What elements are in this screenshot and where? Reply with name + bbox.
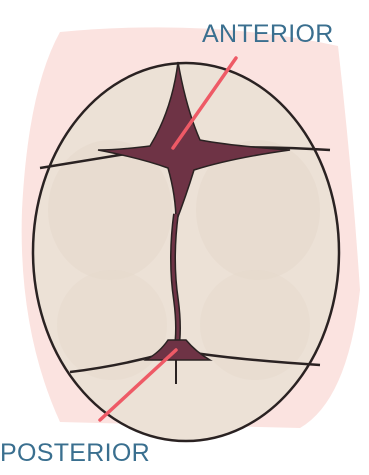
posterior-label: POSTERIOR: [0, 441, 150, 466]
anterior-label: ANTERIOR: [202, 22, 334, 47]
skull-top-view-icon: [33, 62, 339, 441]
